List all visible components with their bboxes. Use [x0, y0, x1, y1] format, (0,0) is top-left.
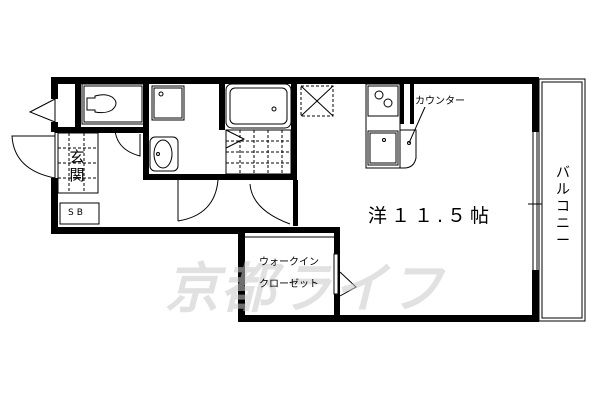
main-room-label: 洋１１.５帖 [368, 205, 494, 227]
walk-in-closet-label-line2: クローゼット [259, 279, 319, 290]
entrance-label: 玄 関 [69, 148, 85, 184]
watermark-text: 京都ライフ [165, 257, 445, 320]
shoe-box-label: SB [68, 208, 86, 218]
fixtures [11, 78, 586, 322]
balcony-label: バ ル コ ニ ー [556, 165, 570, 249]
walk-in-closet-label-line1: ウォークイン [259, 257, 319, 268]
outer-walls [51, 77, 539, 322]
counter-label: カウンター [414, 96, 466, 107]
